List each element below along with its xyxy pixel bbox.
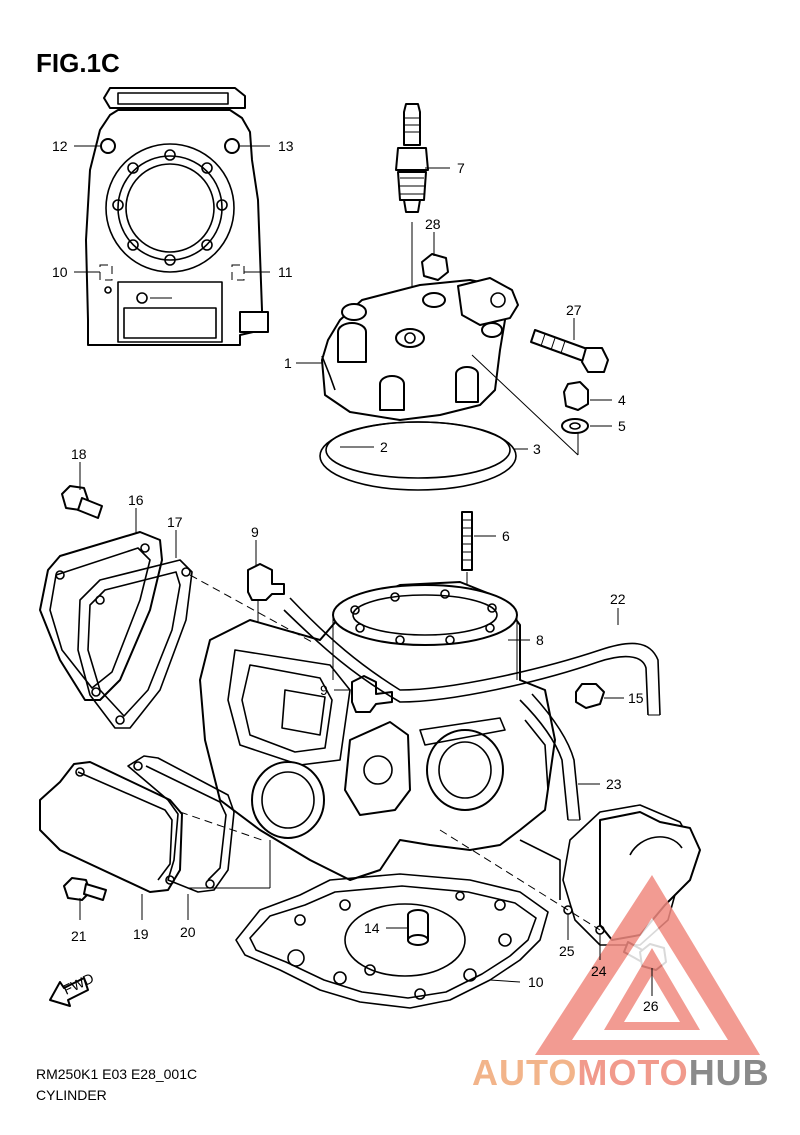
callout-8: 8 (536, 632, 544, 648)
callout-25: 25 (559, 943, 575, 959)
watermark-triangle-icon (535, 875, 760, 1055)
callout-23-upper: 22 (610, 591, 626, 607)
callout-10-text: 10 (528, 974, 544, 990)
cover-20 (39, 761, 183, 893)
watermark-brand: AUTOMOTOHUB (472, 1052, 770, 1094)
callout-22: 21 (71, 928, 87, 944)
bolt-27 (530, 329, 609, 373)
washer-5 (561, 418, 589, 434)
fitting-9-mid (351, 675, 393, 713)
figure-title: FIG.1C (36, 48, 120, 78)
callout-3: 3 (533, 441, 541, 457)
callout-16: 15 (628, 690, 644, 706)
callout-1: 1 (284, 355, 292, 371)
hose-23-upper (283, 597, 661, 716)
callout-13: 12 (52, 138, 68, 154)
o-ring-3 (319, 421, 517, 491)
callout-2: 2 (380, 439, 388, 455)
callout-7: 7 (457, 160, 465, 176)
callout-18: 17 (167, 514, 183, 530)
callout-11: 10 (52, 264, 68, 280)
figure-code: RM250K1 E03 E28_001C (36, 1066, 198, 1082)
callout-28: 28 (425, 216, 441, 232)
callout-15: 14 (364, 920, 380, 936)
callout-24: 24 (591, 963, 607, 979)
callout-21: 20 (180, 924, 196, 940)
brand-auto: AUTO (472, 1052, 578, 1093)
callout-labels: 12 13 10 11 7 28 27 1 4 5 2 3 18 16 17 9… (52, 138, 659, 1014)
brand-hub: HUB (688, 1052, 770, 1093)
callout-12: 11 (278, 264, 293, 280)
callout-23-lower: 23 (606, 776, 622, 792)
callout-20: 19 (133, 926, 149, 942)
gasket-18 (77, 559, 193, 729)
callout-9-mid: 9 (320, 682, 328, 698)
callout-5: 5 (618, 418, 626, 434)
leader-lines (74, 145, 653, 996)
callout-9-top: 9 (251, 524, 259, 540)
block-bolt-holes (350, 589, 497, 645)
bolt-22 (63, 877, 107, 901)
callout-6: 6 (502, 528, 510, 544)
cylinder-block (199, 581, 561, 900)
hose-23-lower (519, 693, 581, 821)
callout-27: 27 (566, 302, 582, 318)
alignment-lines (179, 574, 601, 931)
gasket-bolt-holes (112, 149, 228, 266)
callout-19: 18 (71, 446, 87, 462)
cap-nut-4 (563, 381, 589, 411)
nut-16 (575, 683, 605, 709)
reed-cover-17 (39, 531, 163, 701)
cylinder-top-view (85, 87, 269, 346)
dowel-15 (407, 909, 429, 946)
nut-28 (421, 253, 449, 281)
cylinder-head (321, 277, 579, 456)
callout-14: 13 (278, 138, 294, 154)
bolt-19 (61, 485, 103, 519)
base-gasket-10 (235, 873, 549, 1009)
fwd-arrow-icon: FWD (49, 970, 96, 1007)
figure-name: CYLINDER (36, 1087, 107, 1103)
callout-4: 4 (618, 392, 626, 408)
callout-17: 16 (128, 492, 144, 508)
callout-26: 26 (643, 998, 659, 1014)
brand-moto: MOTO (577, 1052, 689, 1093)
